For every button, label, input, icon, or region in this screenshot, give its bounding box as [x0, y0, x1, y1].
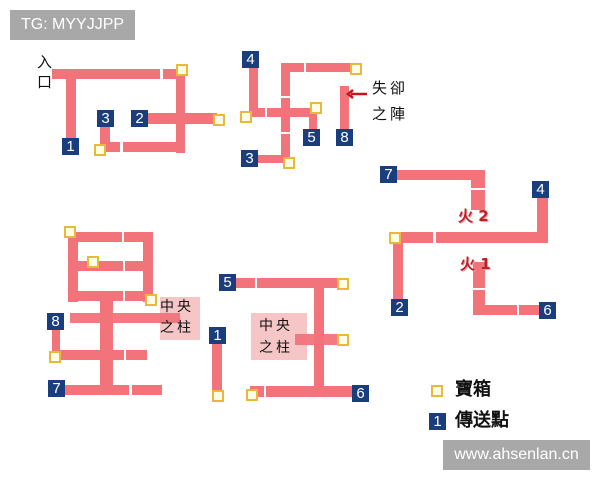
path-segment: [396, 170, 485, 180]
treasure-chest-icon: [389, 232, 401, 244]
path-segment: [100, 126, 110, 151]
path-segment: [393, 240, 403, 301]
path-segment: [52, 69, 184, 79]
treasure-chest-icon: [145, 294, 157, 306]
treasure-chest-icon: [431, 385, 443, 397]
treasure-chest-icon: [310, 102, 322, 114]
path-segment: [281, 63, 290, 161]
treasure-chest-icon: [283, 157, 295, 169]
path-segment: [176, 69, 185, 153]
path-segment: [68, 291, 153, 301]
central-pillar-label: 中央: [259, 318, 293, 334]
central-pillar-label-line2: 之柱: [160, 320, 194, 336]
central-pillar-label-line2: 之柱: [259, 340, 293, 356]
path-segment: [395, 232, 548, 243]
treasure-chest-icon: [350, 63, 362, 75]
path-segment: [68, 232, 78, 302]
teleport-point-5: 5: [219, 274, 236, 291]
central-pillar-label: 中央: [160, 299, 194, 315]
teleport-point-3: 3: [97, 110, 114, 127]
treasure-chest-icon: [49, 351, 61, 363]
path-segment: [100, 301, 113, 392]
path-segment: [64, 385, 162, 395]
treasure-chest-icon: [240, 111, 252, 123]
arrow-icon: [345, 84, 367, 99]
treasure-chest-icon: [246, 389, 258, 401]
path-segment: [249, 66, 258, 116]
path-segment: [68, 232, 153, 242]
legend-teleport-label: 傳送點: [455, 410, 509, 431]
teleport-point-5: 5: [303, 129, 320, 146]
teleport-point-8: 8: [47, 313, 64, 330]
path-segment: [212, 344, 222, 394]
path-segment: [473, 305, 541, 315]
teleport-point-7: 7: [48, 380, 65, 397]
teleport-point-3: 3: [241, 150, 258, 167]
path-segment: [295, 334, 343, 345]
treasure-chest-icon: [64, 226, 76, 238]
teleport-point-2: 2: [131, 110, 148, 127]
path-segment: [100, 142, 185, 152]
teleport-point-1: 1: [209, 327, 226, 344]
path-segment: [309, 110, 317, 131]
fire-2-label: 火 2: [458, 207, 489, 225]
teleport-point-8: 8: [336, 129, 353, 146]
lost-formation-label-line2: 之陣: [372, 105, 409, 123]
path-segment: [235, 278, 343, 288]
teleport-point-4: 4: [532, 181, 549, 198]
teleport-point-icon: 1: [429, 413, 446, 430]
teleport-point-7: 7: [380, 166, 397, 183]
path-segment: [70, 313, 180, 323]
path-segment: [256, 155, 289, 163]
path-segment: [340, 86, 349, 131]
treasure-chest-icon: [87, 256, 99, 268]
fire-1-label: 火 1: [460, 255, 491, 273]
teleport-point-4: 4: [242, 51, 259, 68]
teleport-point-2: 2: [391, 299, 408, 316]
legend-chest-label: 寶箱: [455, 379, 491, 400]
path-segment: [537, 196, 548, 243]
path-segment: [52, 330, 60, 356]
path-segment: [281, 63, 355, 72]
treasure-chest-icon: [212, 390, 224, 402]
path-segment: [56, 350, 147, 360]
watermark-badge-top: TG: MYYJJPP: [10, 10, 135, 40]
treasure-chest-icon: [337, 278, 349, 290]
entrance-label: 入口: [37, 53, 53, 91]
path-segment: [147, 113, 217, 124]
teleport-point-6: 6: [352, 385, 369, 402]
treasure-chest-icon: [213, 114, 225, 126]
path-segment: [471, 170, 485, 210]
teleport-point-6: 6: [539, 302, 556, 319]
watermark-badge-bottom: www.ahsenlan.cn: [443, 440, 590, 470]
path-segment: [78, 261, 153, 271]
teleport-point-1: 1: [62, 138, 79, 155]
treasure-chest-icon: [176, 64, 188, 76]
path-segment: [66, 69, 76, 141]
lost-formation-label: 失卻: [372, 79, 409, 97]
treasure-chest-icon: [94, 144, 106, 156]
treasure-chest-icon: [337, 334, 349, 346]
path-segment: [250, 386, 355, 397]
